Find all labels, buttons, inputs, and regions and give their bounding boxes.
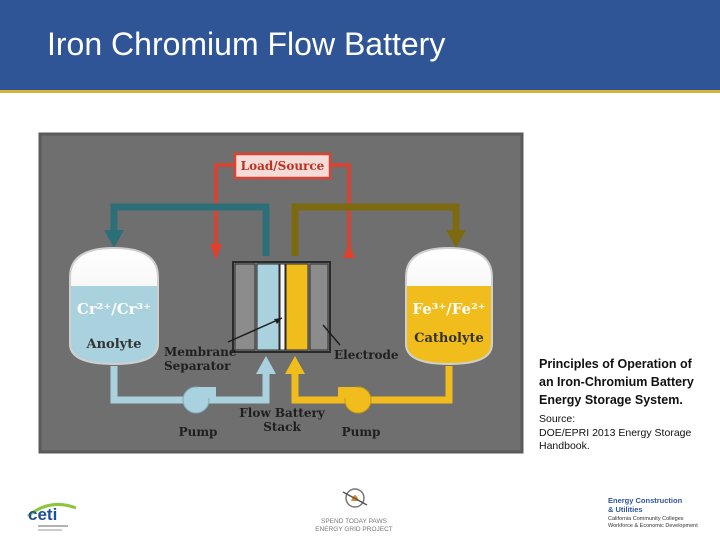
catholyte-supply-arrow xyxy=(285,356,305,374)
title-bar xyxy=(0,0,720,90)
catholyte-supply-line xyxy=(291,366,453,404)
flow-battery-diagram: Load/Source Cr²⁺/Cr³⁺ Anolyte Fe³⁺/Fe²⁺ … xyxy=(38,132,524,454)
stack-membrane xyxy=(279,263,286,351)
title-underline xyxy=(0,90,720,93)
diagram-caption: Principles of Operation of an Iron-Chrom… xyxy=(539,355,709,453)
stack-catholyte-half-cell xyxy=(285,263,309,351)
electrode-label: Electrode xyxy=(334,348,399,362)
center-logo-line1: SPEND TODAY PAWS xyxy=(321,518,388,525)
caption-title: Principles of Operation of an Iron-Chrom… xyxy=(539,357,694,407)
center-logo-globe-icon xyxy=(345,488,365,508)
catholyte-return-line xyxy=(291,203,460,256)
ecu-logo-line1: Energy Construction xyxy=(608,496,683,505)
membrane-pointer-arrow xyxy=(274,318,282,324)
stack-label-line1: Flow Battery xyxy=(239,406,326,420)
right-pump-label: Pump xyxy=(342,425,381,439)
right-pump-outlet xyxy=(338,387,356,398)
caption-source: DOE/EPRI 2013 Energy Storage Handbook. xyxy=(539,427,692,452)
load-loop-left xyxy=(214,163,236,250)
load-source-label: Load/Source xyxy=(241,159,325,173)
load-loop-right xyxy=(330,163,351,250)
anolyte-fluid xyxy=(71,286,157,363)
membrane-pointer xyxy=(227,317,283,343)
membrane-label-line1: Membrane xyxy=(164,345,237,359)
catholyte-species-label: Fe³⁺/Fe²⁺ xyxy=(412,300,485,318)
catholyte-fluid xyxy=(407,286,491,363)
ceti-logo-text: ceti xyxy=(28,505,57,524)
center-logo-line2: ENERGY GRID PROJECT xyxy=(315,526,393,533)
ecu-logo: Energy Construction & Utilities Californ… xyxy=(608,496,698,529)
load-arrow-left xyxy=(210,244,222,260)
stack-label-line2: Stack xyxy=(263,420,301,434)
center-logo-bar xyxy=(342,491,368,506)
left-pump-outlet xyxy=(198,387,216,398)
caption-source-label: Source: xyxy=(539,413,576,425)
ecu-logo-line3: California Community Colleges xyxy=(608,516,684,522)
ceti-logo-swoosh xyxy=(27,502,77,518)
ecu-logo-line2: & Utilities xyxy=(608,505,643,514)
catholyte-return-arrow xyxy=(446,230,466,248)
stack-anolyte-half-cell xyxy=(256,263,280,351)
stack-right-electrode xyxy=(309,263,329,351)
ceti-logo: ceti xyxy=(27,502,77,531)
anolyte-species-label: Cr²⁺/Cr³⁺ xyxy=(77,300,151,318)
electrode-pointer xyxy=(322,324,341,346)
anolyte-return-arrow xyxy=(104,230,124,248)
slide-title: Iron Chromium Flow Battery xyxy=(47,26,446,62)
catholyte-label: Catholyte xyxy=(414,331,484,346)
ecu-logo-line4: Workforce & Economic Development xyxy=(608,523,698,529)
center-logo: SPEND TODAY PAWS ENERGY GRID PROJECT xyxy=(315,488,393,533)
load-arrow-right xyxy=(343,244,355,258)
load-source-box xyxy=(233,152,332,180)
anolyte-supply-arrow xyxy=(256,356,276,374)
anolyte-label: Anolyte xyxy=(86,337,142,352)
left-pump-label: Pump xyxy=(179,425,218,439)
stack-left-electrode xyxy=(234,263,256,351)
membrane-label-line2: Separator xyxy=(164,359,231,373)
anolyte-return-line xyxy=(110,203,270,256)
